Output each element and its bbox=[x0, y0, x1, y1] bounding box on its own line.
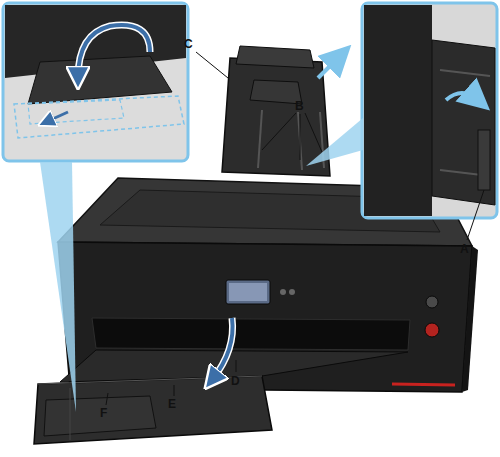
part-letter: E bbox=[168, 397, 176, 411]
part-letter: A bbox=[460, 242, 469, 256]
part-letter: F bbox=[100, 406, 107, 420]
part-letter: D bbox=[231, 374, 240, 388]
part-letter: B bbox=[295, 99, 304, 113]
part-letter: C bbox=[184, 37, 193, 51]
